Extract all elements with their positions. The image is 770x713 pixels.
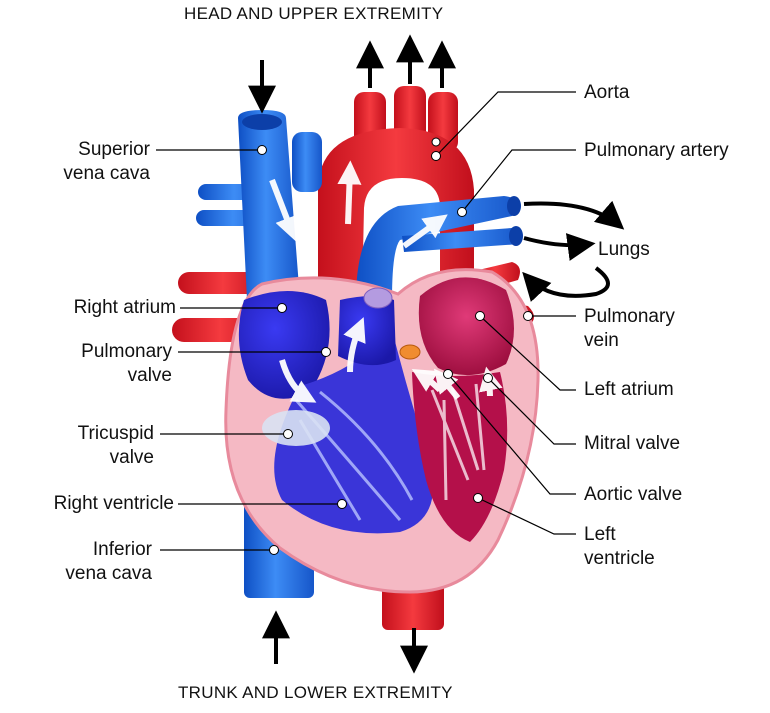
aortic-valve [399, 344, 421, 360]
label-inferior-vena-cava: Inferior vena cava [65, 539, 152, 584]
label-tricuspid-valve: Tricuspid valve [77, 423, 154, 468]
right-ventricle [274, 330, 434, 534]
blood-flow-arrows [269, 160, 503, 403]
leader-lines [156, 91, 576, 551]
label-superior-vena-cava: Superior vena cava [63, 139, 150, 184]
leader-dots [257, 145, 533, 555]
label-right-atrium: Right atrium [73, 297, 176, 318]
label-left-atrium: Left atrium [584, 379, 674, 400]
label-aortic-valve: Aortic valve [584, 484, 683, 505]
label-pulmonary-artery: Pulmonary artery [584, 140, 729, 161]
label-pulmonary-vein: Pulmonary vein [584, 306, 675, 351]
left-atrium [418, 277, 514, 376]
label-left-ventricle: Left ventricle [584, 524, 655, 569]
aorta [318, 86, 474, 300]
label-right-ventricle: Right ventricle [53, 493, 174, 514]
right-atrium [238, 291, 330, 399]
bottom-caption: TRUNK AND LOWER EXTREMITY [178, 683, 453, 702]
top-caption: HEAD AND UPPER EXTREMITY [184, 4, 444, 23]
label-pulmonary-valve: Pulmonary valve [81, 341, 172, 386]
superior-vena-cava [196, 110, 322, 320]
pulmonary-valve [363, 287, 393, 309]
label-aorta: Aorta [584, 82, 630, 103]
label-lungs: Lungs [598, 239, 650, 260]
external-flow-arrows [248, 34, 625, 674]
label-mitral-valve: Mitral valve [584, 433, 681, 454]
tricuspid-valve [262, 410, 330, 446]
